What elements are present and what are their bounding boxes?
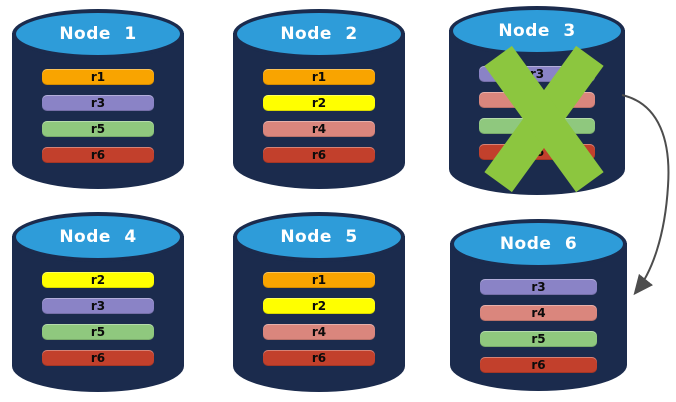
node-5: Node 5 r1 r2 r4 r6 xyxy=(233,212,405,392)
cylinder-top: Node 4 xyxy=(12,212,184,262)
cylinder-top: Node 1 xyxy=(12,9,184,59)
cylinder-top: Node 3 xyxy=(449,6,625,56)
replica-bar-r6: r6 xyxy=(42,147,154,163)
replica-list: r1 r2 r4 r6 xyxy=(263,272,375,366)
node-title: Node 2 xyxy=(280,24,358,44)
replica-bar-r4: r4 xyxy=(263,121,375,137)
node-2: Node 2 r1 r2 r4 r6 xyxy=(233,9,405,189)
replica-bar-r6: r6 xyxy=(42,350,154,366)
node-title: Node 6 xyxy=(499,234,578,254)
replica-bar-r4: r4 xyxy=(263,324,375,340)
replica-bar-r3: r3 xyxy=(480,279,597,295)
node-title: Node 5 xyxy=(280,227,358,247)
node-6: Node 6 r3 r4 r5 r6 xyxy=(450,219,627,391)
replica-bar-r1: r1 xyxy=(42,69,154,85)
cylinder-body xyxy=(12,236,184,392)
node-title: Node 4 xyxy=(59,227,137,247)
cylinder-body xyxy=(233,33,405,189)
replica-bar-r1: r1 xyxy=(263,69,375,85)
cylinder-top: Node 6 xyxy=(450,219,627,269)
replica-bar-r6: r6 xyxy=(263,350,375,366)
replica-bar-r4: r4 xyxy=(480,305,597,321)
replica-bar-r3: r3 xyxy=(42,298,154,314)
replica-bar-r2: r2 xyxy=(263,95,375,111)
replica-list: r1 r2 r4 r6 xyxy=(263,69,375,163)
cylinder-top: Node 2 xyxy=(233,9,405,59)
replica-list: r2 r3 r5 r6 xyxy=(42,272,154,366)
failover-arrow-icon xyxy=(621,94,670,296)
replica-bar-r3: r3 xyxy=(42,95,154,111)
cylinder-body xyxy=(12,33,184,189)
replica-bar-r5: r5 xyxy=(42,121,154,137)
cylinder-top: Node 5 xyxy=(233,212,405,262)
replica-bar-r6: r6 xyxy=(263,147,375,163)
replica-list: r3 r4 r5 r6 xyxy=(480,279,597,373)
node-title: Node 1 xyxy=(59,24,137,44)
node-title: Node 3 xyxy=(498,21,576,41)
node-1: Node 1 r1 r3 r5 r6 xyxy=(12,9,184,189)
replica-bar-r1: r1 xyxy=(263,272,375,288)
replica-list: r1 r3 r5 r6 xyxy=(42,69,154,163)
replica-bar-r2: r2 xyxy=(263,298,375,314)
replica-bar-r6: r6 xyxy=(480,357,597,373)
node-4: Node 4 r2 r3 r5 r6 xyxy=(12,212,184,392)
replica-bar-r5: r5 xyxy=(480,331,597,347)
replica-bar-r5: r5 xyxy=(42,324,154,340)
replica-bar-r2: r2 xyxy=(42,272,154,288)
cylinder-body xyxy=(233,236,405,392)
